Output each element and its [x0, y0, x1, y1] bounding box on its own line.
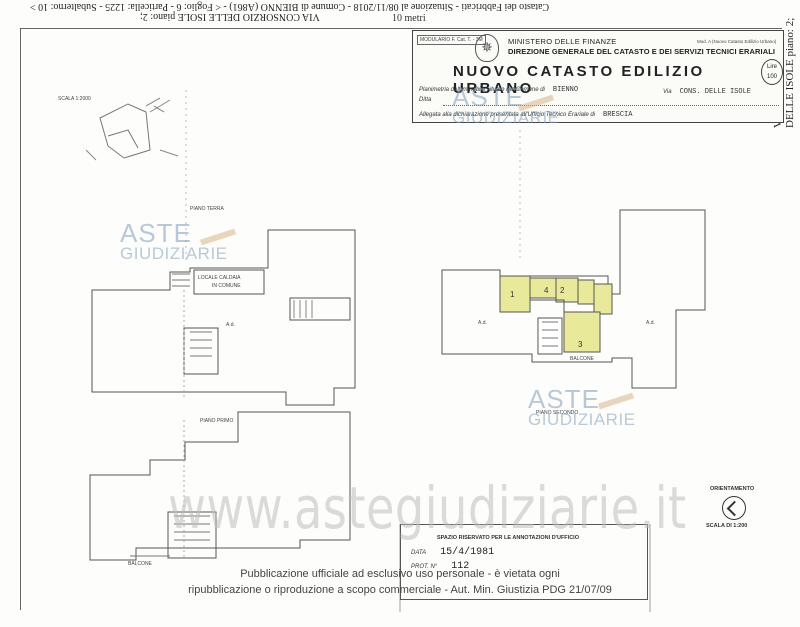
planimetria-line: Planimetria dell'immobile situato nel Co… — [419, 86, 578, 94]
piano-primo-plan — [89, 411, 351, 561]
piano-terra-plan — [91, 229, 356, 406]
altra-ditta-label-terra: A.d. — [226, 322, 235, 328]
altra-ditta-label-secondo-left: A.d. — [478, 320, 487, 326]
ufficio-value: BRESCIA — [603, 111, 633, 119]
room-number: 1 — [510, 290, 515, 299]
sheet-border — [20, 28, 782, 610]
allegata-line: Allegata alla dichiarazione presentata a… — [419, 111, 632, 119]
highlighted-unit — [499, 275, 613, 355]
comune-value: BIENNO — [552, 86, 579, 94]
north-arrow-icon — [722, 496, 746, 520]
room-number: 2 — [560, 286, 565, 295]
aste-watermark-left: ASTE GIUDIZIARIE — [120, 218, 237, 263]
piano-primo-label: PIANO PRIMO — [200, 418, 234, 424]
ministry-name: MINISTERO DELLE FINANZE — [508, 37, 617, 46]
notice-line-2: ripubblicazione o riproduzione a scopo c… — [188, 584, 612, 596]
planimetria-label: Planimetria dell'immobile situato nel Co… — [419, 87, 545, 93]
watermark-brand-bottom: GIUDIZIARIE — [452, 107, 560, 127]
via-value: CONS. DELLE ISOLE — [679, 88, 751, 96]
piano-terra-label: PIANO TERRA — [190, 206, 224, 212]
ditta-dotted-line — [443, 105, 779, 106]
ditta-line: Ditta — [419, 97, 431, 103]
watermark-brand-top: ASTE — [452, 82, 524, 112]
piano-secondo-plan — [441, 209, 706, 389]
protocol-row: PROT. N° 112 — [411, 561, 469, 572]
date-row: DATA 15/4/1981 — [411, 547, 494, 558]
via-label: Via — [663, 89, 672, 95]
office-annotation-box: SPAZIO RISERVATO PER LE ANNOTAZIONI D'UF… — [400, 524, 648, 600]
aste-watermark-right: ASTE GIUDIZIARIE — [528, 384, 636, 429]
url-watermark: www.astegiudiziarie.it — [168, 474, 687, 542]
republic-emblem-icon: ✵ — [475, 34, 499, 62]
watermark-brand-top: ASTE — [120, 218, 192, 248]
dashed-guides — [185, 90, 521, 262]
watermark-brand-bottom: GIUDIZIARIE — [528, 409, 636, 429]
ditta-label: Ditta — [419, 97, 432, 103]
piano-secondo-label: PIANO SECONDO — [536, 410, 579, 416]
directorate-name: DIREZIONE GENERALE DEL CATASTO E DEI SER… — [508, 47, 776, 56]
in-comune-label: IN COMUNE — [212, 283, 241, 289]
model-label: Mod. A (Nuovo Catasto Edilizio Urbano) — [697, 39, 777, 44]
allegata-label: Allegata alla dichiarazione presentata a… — [419, 112, 596, 118]
site-plan-sketch — [85, 97, 179, 161]
title-block: MODULARIO F. Cat. T. - 3M ✵ MINISTERO DE… — [412, 30, 784, 123]
publication-notice: Pubblicazione ufficiale ad esclusivo uso… — [0, 566, 800, 598]
room-number: 3 — [578, 340, 583, 349]
fee-stamp: Lire 100 — [761, 59, 783, 85]
watermark-brand-bottom: GIUDIZIARIE — [120, 243, 228, 263]
room-number: 4 — [544, 286, 549, 295]
via-line: Via CONS. DELLE ISOLE — [663, 88, 751, 96]
scale-reference: 10 metri — [392, 13, 426, 24]
aste-watermark-top: ASTE GIUDIZIARIE — [452, 82, 560, 127]
plan-scale-label: SCALA DI 1:200 — [706, 523, 748, 529]
locale-caldaia-label: LOCALE CALDAIA — [198, 275, 241, 281]
balcone-label-primo: BALCONE — [128, 561, 152, 567]
date-label: DATA — [411, 550, 427, 556]
altra-ditta-label-secondo-right: A.d. — [646, 320, 655, 326]
document-title: NUOVO CATASTO EDILIZIO URBANO — [453, 63, 705, 97]
orientation-label: ORIENTAMENTO — [710, 486, 755, 492]
notice-line-1: Pubblicazione ufficiale ad esclusivo uso… — [240, 568, 560, 580]
fee-label: Lire — [766, 64, 777, 70]
watermark-brand-top: ASTE — [528, 384, 600, 414]
protocol-value: 112 — [451, 561, 470, 572]
site-scale-label: SCALA 1:2000 — [58, 96, 91, 102]
date-value: 15/4/1981 — [440, 547, 495, 558]
protocol-label: PROT. N° — [411, 564, 438, 570]
balcone-label-secondo: BALCONE — [570, 356, 594, 362]
annotation-title: SPAZIO RISERVATO PER LE ANNOTAZIONI D'UF… — [437, 535, 579, 541]
fee-value: 100 — [766, 74, 777, 80]
